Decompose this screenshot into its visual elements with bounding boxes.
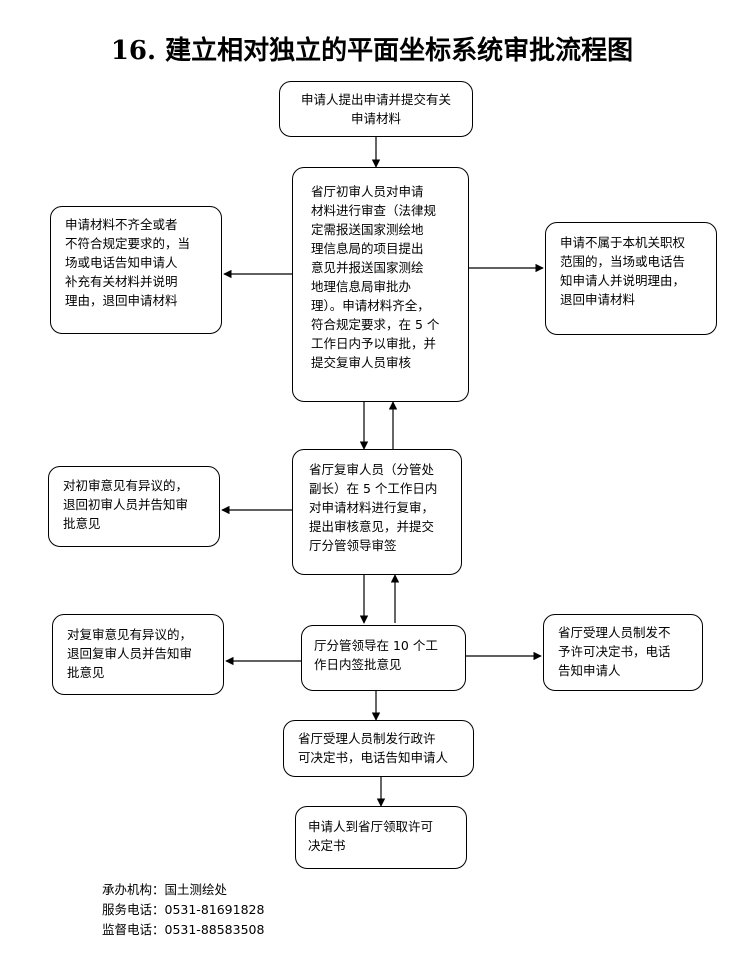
node-incomplete: 申请材料不齐全或者 不符合规定要求的，当 场或电话告知申请人 补充有关材料并说明… — [50, 206, 222, 334]
page-title: 16. 建立相对独立的平面坐标系统审批流程图 — [110, 36, 634, 66]
node-first-review: 省厅初审人员对申请 材料进行审查（法律规 定需报送国家测绘地 理信息局的项目提出… — [292, 167, 469, 402]
node-deny: 省厅受理人员制发不 予许可决定书，电话 告知申请人 — [543, 614, 703, 691]
node-collect: 申请人到省厅领取许可 决定书 — [295, 806, 467, 869]
node-object-first: 对初审意见有异议的， 退回初审人员并告知审 批意见 — [48, 466, 220, 547]
footer-agency: 承办机构：国土测绘处 — [102, 882, 228, 897]
node-second-review: 省厅复审人员（分管处 副长）在 5 个工作日内 对申请材料进行复审， 提出审核意… — [292, 449, 462, 575]
node-apply: 申请人提出申请并提交有关 申请材料 — [279, 81, 473, 137]
footer-supervise-phone: 监督电话：0531-88583508 — [102, 922, 265, 937]
footer-service-phone: 服务电话：0531-81691828 — [102, 902, 265, 917]
node-grant: 省厅受理人员制发行政许 可决定书，电话告知申请人 — [283, 720, 474, 777]
node-out-of-scope: 申请不属于本机关职权 范围的，当场或电话告 知申请人并说明理由， 退回申请材料 — [545, 222, 717, 335]
node-object-second: 对复审意见有异议的， 退回复审人员并告知审 批意见 — [52, 614, 224, 695]
node-leader-sign: 厅分管领导在 10 个工 作日内签批意见 — [301, 625, 466, 691]
